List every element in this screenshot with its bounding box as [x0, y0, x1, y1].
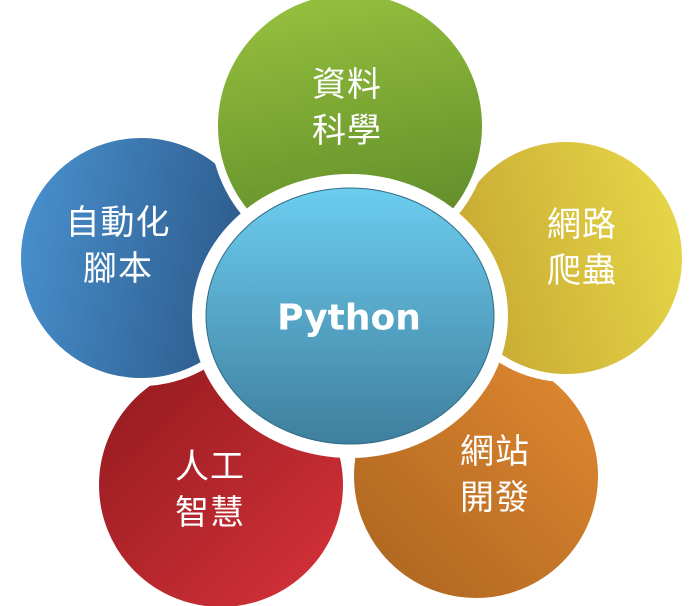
label-line: 資料: [312, 65, 382, 105]
label-web-crawler: 網路 爬蟲: [547, 202, 617, 294]
label-line: 智慧: [175, 493, 245, 533]
label-line: 網站: [460, 432, 530, 472]
label-data-science: 資料 科學: [312, 62, 382, 154]
label-artificial-intelligence: 人工 智慧: [175, 444, 245, 536]
center-node: [192, 174, 508, 458]
label-line: 人工: [175, 447, 245, 487]
center-label: Python: [277, 297, 421, 339]
label-line: 爬蟲: [547, 251, 617, 291]
label-line: 腳本: [83, 249, 153, 289]
label-line: 自動化: [65, 203, 171, 243]
label-line: 開發: [460, 478, 530, 518]
label-line: 科學: [312, 111, 382, 151]
label-line: 網路: [547, 205, 617, 245]
label-automation-scripts: 自動化 腳本: [66, 200, 171, 292]
label-web-development: 網站 開發: [460, 429, 530, 521]
